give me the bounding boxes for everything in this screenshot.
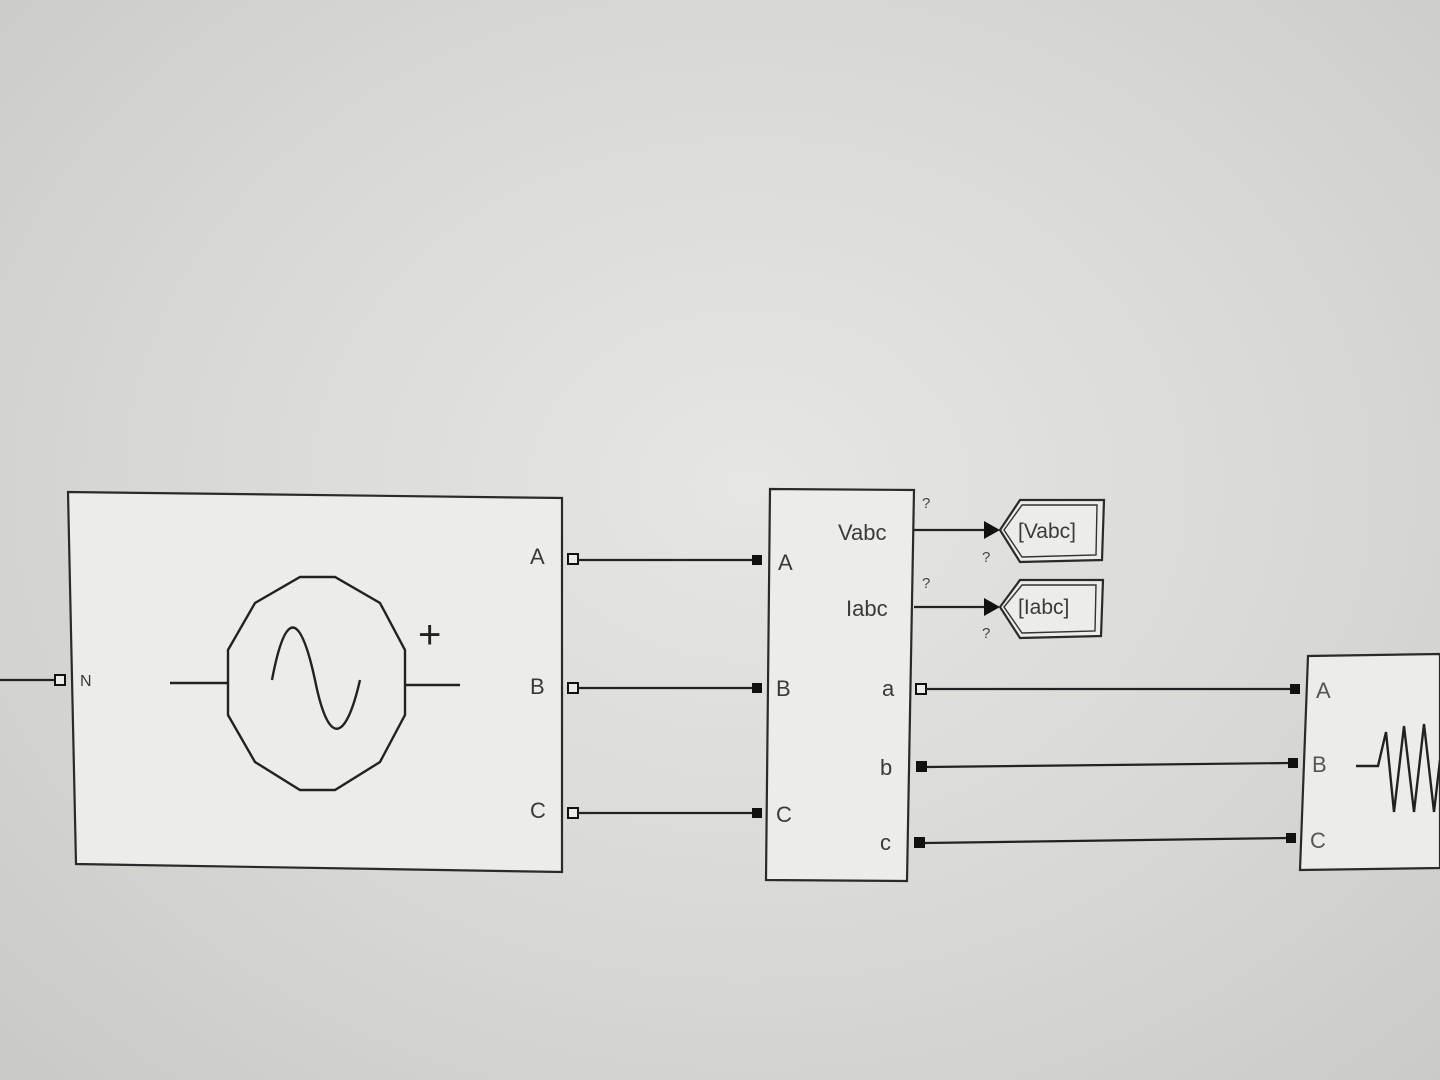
load-port-a[interactable] [1290, 684, 1300, 694]
goto-vabc-label: [Vabc] [1018, 520, 1076, 543]
sine-wave-icon [270, 626, 362, 730]
source-port-c[interactable] [567, 807, 579, 819]
source-port-n-label: N [80, 673, 92, 690]
meas-port-a[interactable] [752, 555, 762, 565]
iabc-arrow-icon [984, 598, 1000, 616]
goto-vabc-inner [1003, 504, 1098, 558]
meas-port-b[interactable] [752, 683, 762, 693]
meas-port-b-label: B [776, 676, 791, 701]
three-phase-source-block[interactable]: + N A B C [54, 490, 579, 874]
meas-port-a-label: A [778, 550, 793, 575]
plus-sign: + [418, 613, 441, 657]
ac-source-circle-icon [226, 575, 407, 792]
vi-measurement-block[interactable]: A B C Vabc Iabc a b c [752, 487, 927, 883]
load-port-b-label: B [1312, 752, 1327, 777]
goto-iabc-outer[interactable] [998, 578, 1105, 640]
iabc-unknown-marker-top: ? [922, 575, 930, 592]
iabc-output-label: Iabc [846, 596, 888, 621]
wire-b-meas-load[interactable] [926, 761, 1291, 769]
vabc-arrow-icon [984, 521, 1000, 539]
source-port-a[interactable] [567, 553, 579, 565]
goto-vabc-outer[interactable] [998, 498, 1106, 564]
goto-tag-vabc[interactable]: [Vabc] [998, 498, 1106, 564]
wire-c-meas-load[interactable] [924, 836, 1289, 845]
measurement-block-body[interactable] [764, 487, 916, 883]
meas-port-b-out-label: b [880, 755, 892, 780]
goto-iabc-inner [1003, 584, 1097, 634]
iabc-unknown-marker-bottom: ? [982, 625, 990, 642]
meas-port-a-out[interactable] [915, 683, 927, 695]
load-port-c-label: C [1310, 828, 1326, 853]
load-port-c[interactable] [1286, 833, 1296, 843]
meas-port-c-out[interactable] [914, 837, 925, 848]
meas-port-c-out-label: c [880, 830, 891, 855]
load-port-a-label: A [1316, 678, 1331, 703]
vabc-output-label: Vabc [838, 520, 887, 545]
source-port-n[interactable] [54, 674, 66, 686]
source-port-b[interactable] [567, 682, 579, 694]
meas-port-c-label: C [776, 802, 792, 827]
vabc-unknown-marker-bottom: ? [982, 549, 990, 566]
vabc-unknown-marker-top: ? [922, 495, 930, 512]
goto-iabc-label: [Iabc] [1018, 596, 1069, 619]
source-port-c-label: C [530, 798, 546, 823]
load-block-body[interactable] [1298, 652, 1440, 872]
source-port-b-label: B [530, 674, 545, 699]
load-port-b[interactable] [1288, 758, 1298, 768]
meas-port-c[interactable] [752, 808, 762, 818]
three-phase-load-block[interactable]: A B C [1286, 652, 1440, 872]
meas-port-b-out[interactable] [916, 761, 927, 772]
meas-port-a-out-label: a [882, 676, 895, 701]
source-port-a-label: A [530, 544, 545, 569]
resistor-icon [1356, 723, 1440, 813]
goto-tag-iabc[interactable]: [Iabc] [998, 578, 1105, 640]
